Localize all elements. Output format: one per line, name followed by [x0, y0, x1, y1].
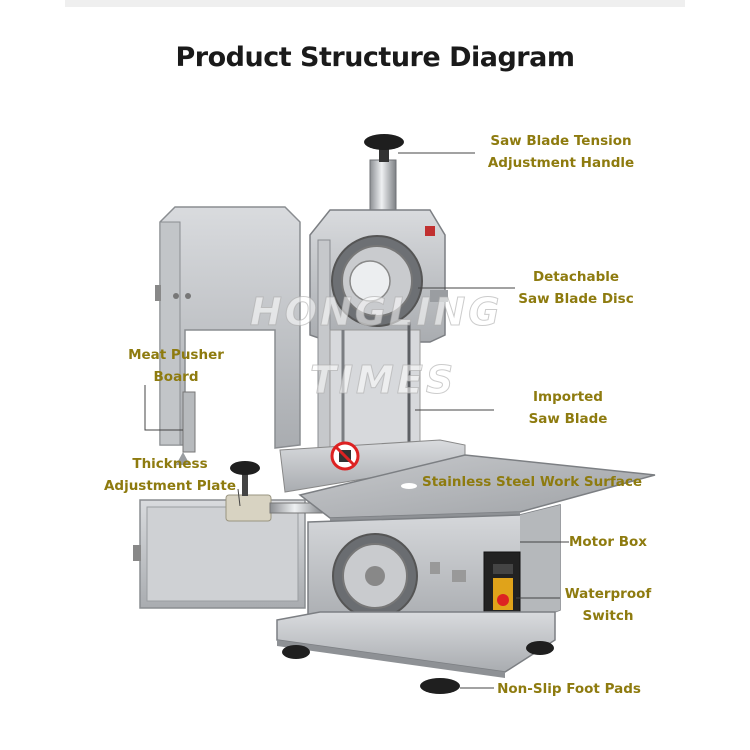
motor-box	[307, 504, 561, 626]
waterproof-switch	[483, 551, 521, 623]
callout-line: Meat Pusher	[128, 347, 224, 363]
tension-handle-knob	[364, 134, 404, 162]
callout-line: Thickness	[132, 456, 208, 472]
callout-line: Board	[153, 369, 199, 385]
top-strip	[65, 0, 685, 7]
callout-imported-saw-blade: Imported Saw Blade	[516, 386, 620, 430]
callout-line: Non-Slip Foot Pads	[497, 681, 641, 697]
callout-non-slip-foot-pads: Non-Slip Foot Pads	[494, 678, 644, 700]
meat-pusher-board	[176, 391, 196, 465]
callout-line: Switch	[582, 608, 634, 624]
callout-line: Stainless Steel Work Surface	[421, 474, 643, 490]
left-door-upper	[155, 206, 301, 449]
callout-line: Motor Box	[568, 534, 648, 550]
callout-line: Adjustment Plate	[103, 478, 237, 494]
callout-stainless-steel-work-surface: Stainless Steel Work Surface	[420, 471, 644, 493]
watermark-line-1: HONGLING	[249, 290, 503, 335]
callout-leaders	[144, 152, 569, 689]
callout-detachable-saw-blade-disc: Detachable Saw Blade Disc	[512, 266, 640, 310]
callout-line: Waterproof	[564, 586, 652, 602]
callout-line: Detachable	[532, 269, 620, 285]
thickness-plate	[225, 439, 466, 522]
callout-line: Saw Blade Tension	[490, 133, 632, 149]
callout-line: Adjustment Handle	[487, 155, 635, 171]
upper-housing	[309, 159, 448, 456]
machine-base	[276, 611, 556, 678]
callout-saw-blade-tension-handle: Saw Blade Tension Adjustment Handle	[476, 130, 646, 174]
left-door-lower	[133, 499, 306, 609]
foot-pads	[282, 641, 554, 694]
callout-thickness-adjustment-plate: Thickness Adjustment Plate	[100, 453, 240, 497]
watermark-line-2: TIMES	[309, 358, 457, 403]
callout-motor-box: Motor Box	[566, 531, 650, 553]
callout-waterproof-switch: Waterproof Switch	[558, 583, 658, 627]
callout-meat-pusher-board: Meat Pusher Board	[126, 344, 226, 388]
callout-line: Saw Blade Disc	[518, 291, 634, 307]
callout-line: Saw Blade	[528, 411, 608, 427]
callout-line: Imported	[533, 389, 603, 405]
diagram-title: Product Structure Diagram	[175, 42, 575, 73]
